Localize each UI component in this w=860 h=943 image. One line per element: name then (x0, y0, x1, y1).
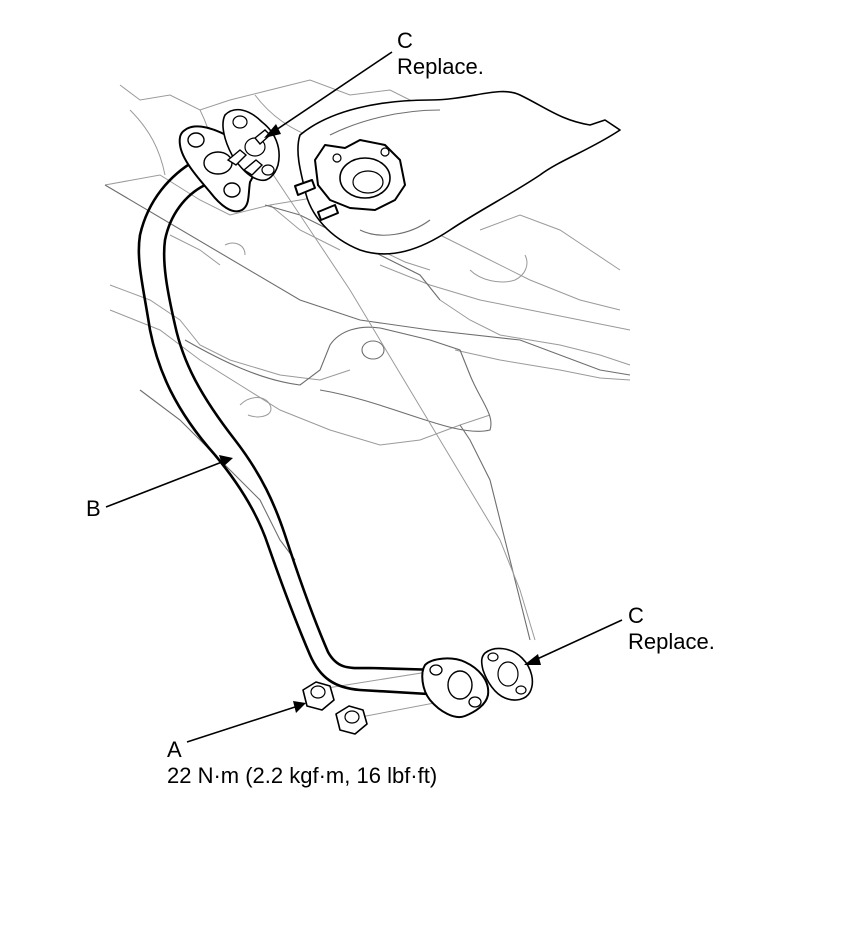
callout-c-top: C Replace. (397, 28, 484, 79)
callout-c-top-note: Replace. (397, 54, 484, 79)
callout-c-bottom-note: Replace. (628, 629, 715, 654)
callout-leaders (105, 51, 623, 743)
exhaust-pipe-b (137, 158, 447, 697)
callout-c-bottom-letter: C (628, 603, 644, 628)
callout-b: B (86, 496, 101, 521)
callout-a: A 22 N·m (2.2 kgf·m, 16 lbf·ft) (167, 737, 437, 788)
callout-c-top-letter: C (397, 28, 413, 53)
upper-gasket-c (222, 108, 280, 182)
callout-c-bottom: C Replace. (628, 603, 715, 654)
lower-gasket-c (480, 647, 534, 701)
pipe-lower-flange (421, 657, 490, 718)
flange-nut-upper (302, 681, 335, 711)
callout-a-torque: 22 N·m (2.2 kgf·m, 16 lbf·ft) (167, 763, 437, 788)
callout-a-letter: A (167, 737, 182, 762)
flange-nut-lower (335, 705, 368, 735)
callout-b-letter: B (86, 496, 101, 521)
flange-nuts-a (302, 681, 368, 735)
upstream-exhaust-pipe (294, 90, 621, 255)
